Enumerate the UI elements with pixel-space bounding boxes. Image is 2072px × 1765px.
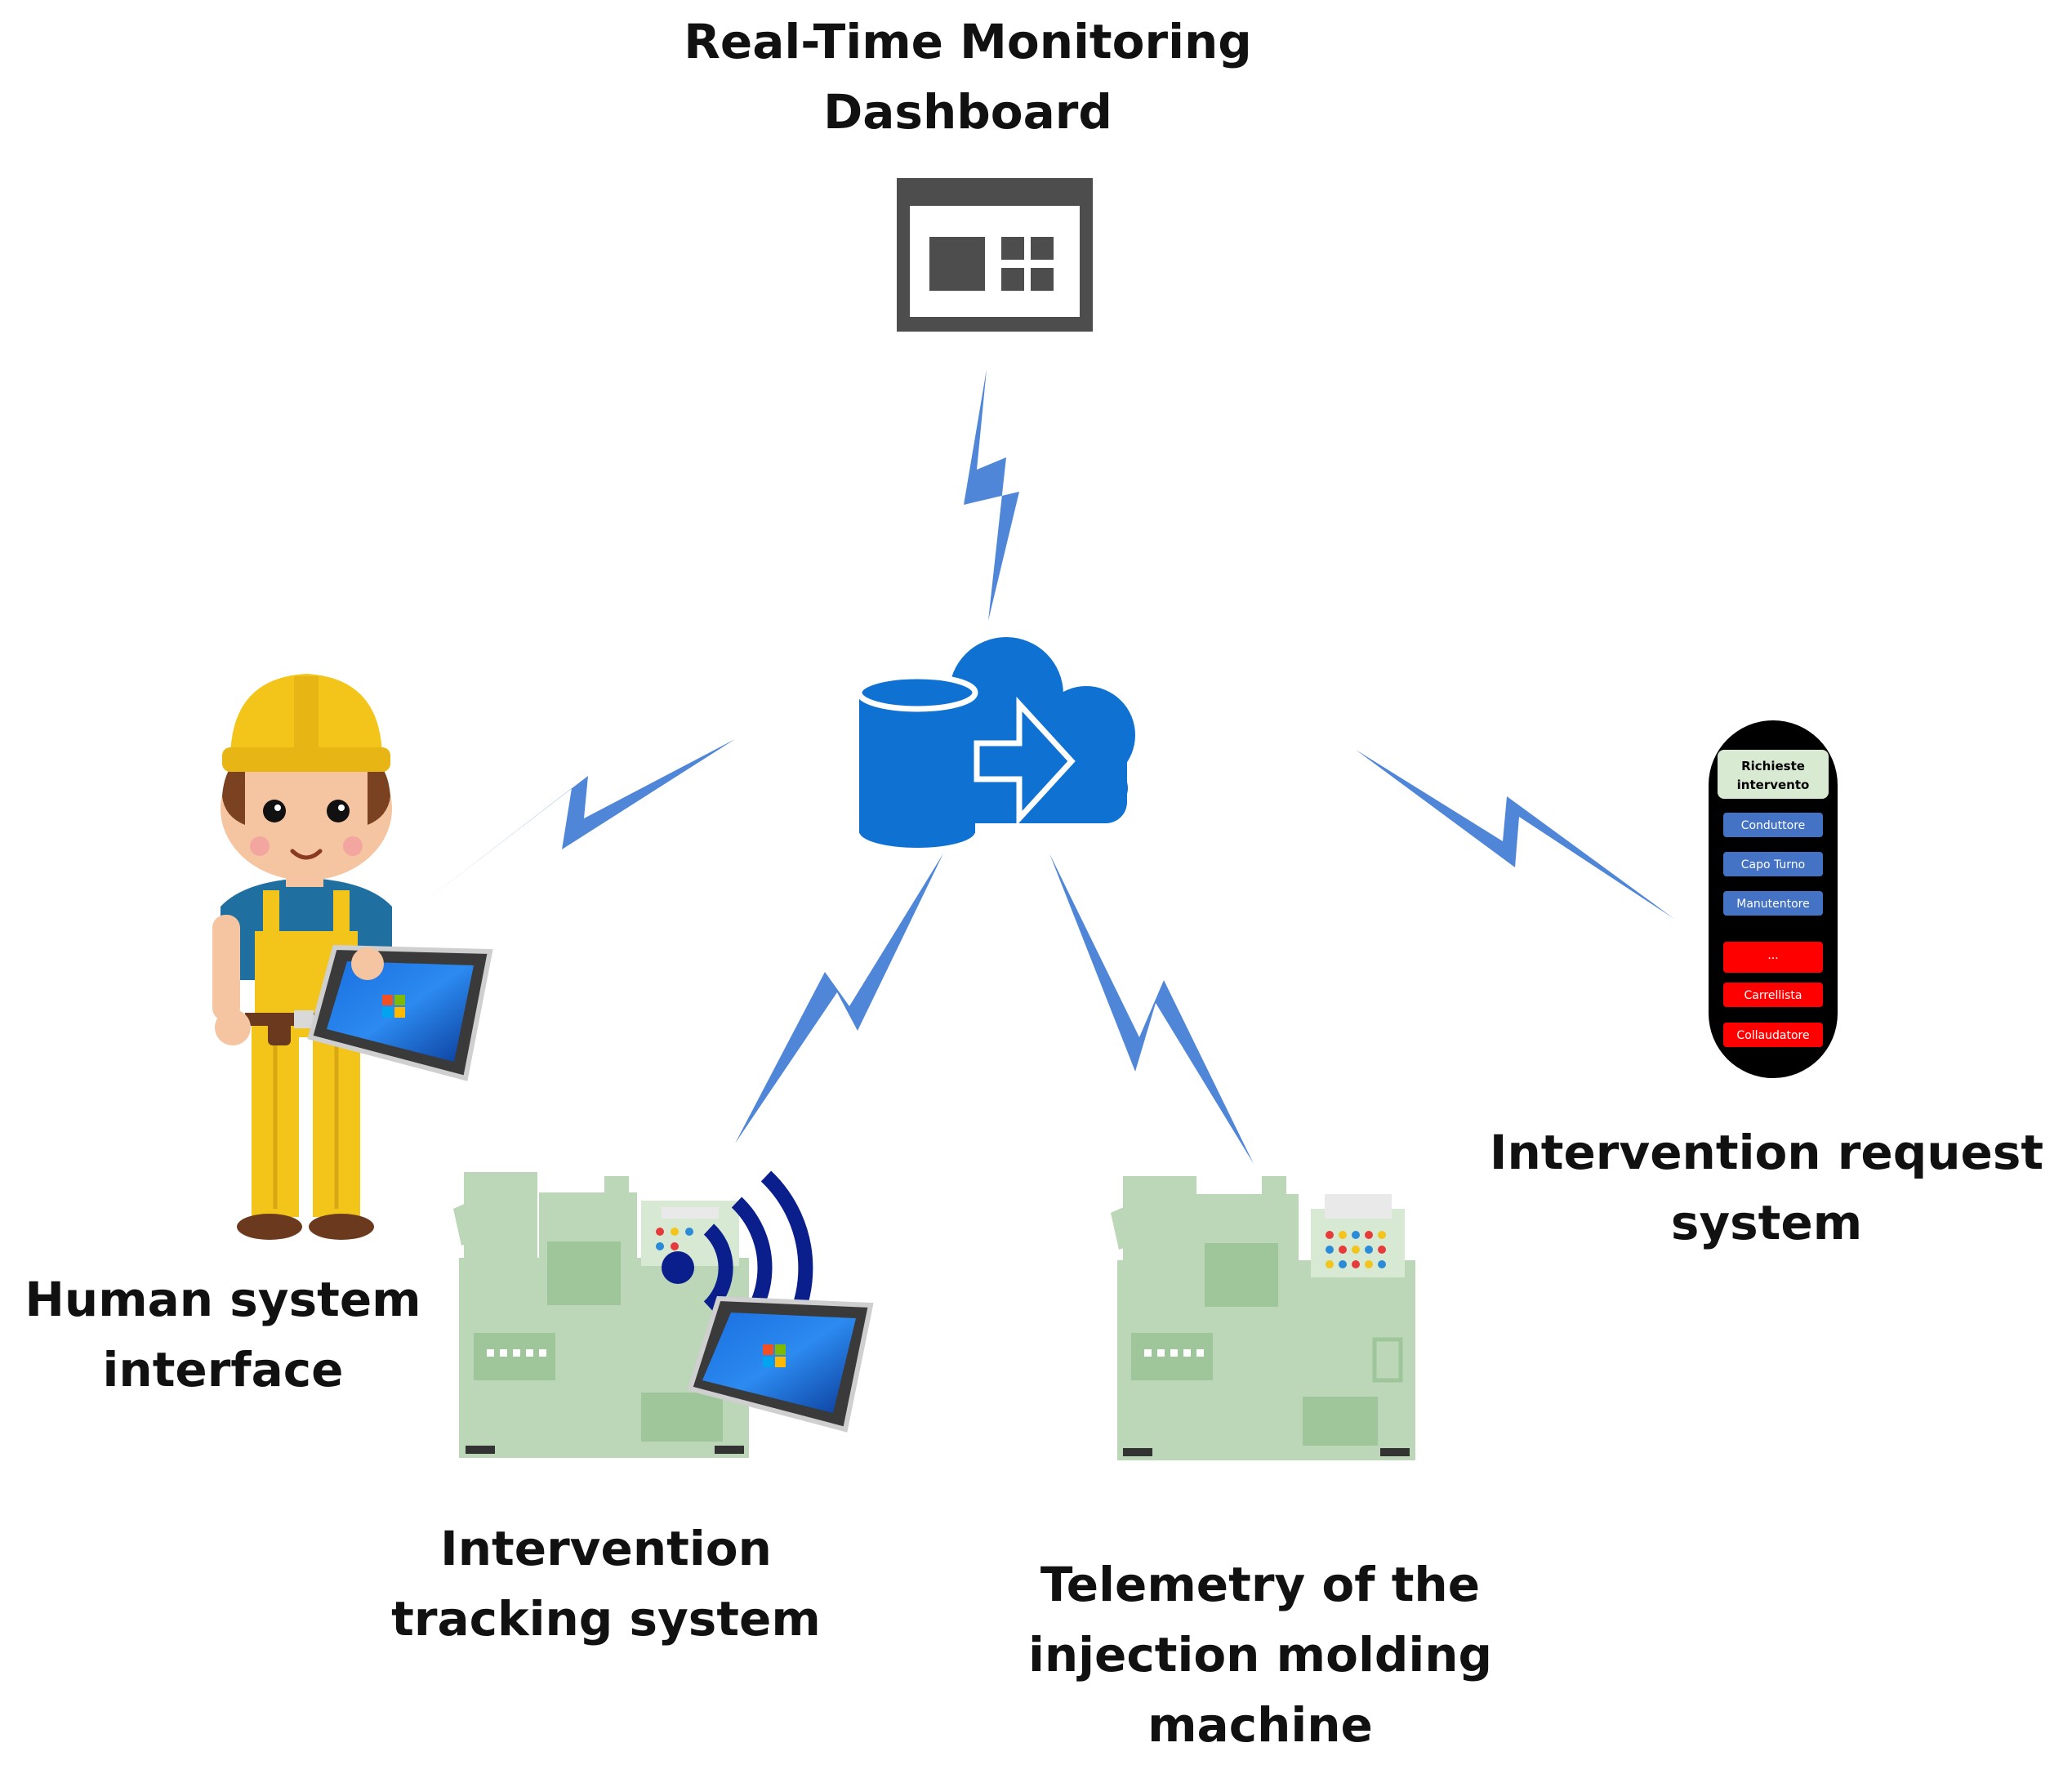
dashboard-window-icon xyxy=(897,178,1093,332)
tablet-icon xyxy=(307,944,493,1081)
telemetry-label-line-2: injection molding xyxy=(1027,1627,1493,1683)
link-hsi-cloud xyxy=(418,739,735,907)
dashboard-label: Real-Time Monitoring Dashboard xyxy=(684,7,1252,147)
telemetry-label: Telemetry of the injection molding machi… xyxy=(1028,1549,1492,1760)
dashboard-label-line-1: Real-Time Monitoring xyxy=(684,14,1252,69)
worker-with-tablet-icon xyxy=(212,674,493,1240)
role-label: Capo Turno xyxy=(1741,858,1806,871)
telemetry-label-line-1: Telemetry of the xyxy=(1040,1557,1481,1612)
role-label: Conduttore xyxy=(1741,819,1806,832)
control-panel-lights xyxy=(1326,1231,1386,1268)
link-tracking-cloud xyxy=(735,854,943,1143)
role-label: Carrellista xyxy=(1744,989,1802,1002)
link-dashboard-cloud xyxy=(964,369,1019,621)
request-panel-header xyxy=(1718,750,1829,799)
machine-with-wireless-tablet-icon xyxy=(453,1170,874,1458)
tablet-icon xyxy=(687,1295,874,1433)
request-panel-icon: Richieste intervento Conduttore Capo Tur… xyxy=(1709,720,1838,1078)
tracking-label: Intervention tracking system xyxy=(391,1513,821,1654)
hsi-label: Human system interface xyxy=(25,1264,421,1405)
role-button-manutentore[interactable] xyxy=(1723,891,1823,916)
link-telemetry-cloud xyxy=(1049,854,1254,1164)
injection-molding-machine-body xyxy=(453,1172,749,1458)
hsi-label-line-1: Human system xyxy=(25,1272,421,1327)
request-label-line-2: system xyxy=(1670,1195,1863,1250)
role-label: Manutentore xyxy=(1736,898,1810,911)
role-label: ... xyxy=(1767,949,1778,962)
request-panel-header-line-1: Richieste xyxy=(1741,759,1805,773)
request-label: Intervention request system xyxy=(1490,1117,2043,1258)
request-label-line-1: Intervention request xyxy=(1489,1125,2044,1180)
hsi-label-line-2: interface xyxy=(102,1342,344,1397)
role-button-conduttore[interactable] xyxy=(1723,813,1823,837)
injection-molding-machine-icon xyxy=(1111,1176,1415,1460)
role-label: Collaudatore xyxy=(1736,1029,1809,1042)
request-panel-header-line-2: intervento xyxy=(1737,778,1810,792)
cloud-database-transfer-icon xyxy=(856,637,1135,848)
role-button-carrellista[interactable] xyxy=(1723,983,1823,1007)
role-button-collaudatore[interactable] xyxy=(1723,1023,1823,1047)
tracking-label-line-2: tracking system xyxy=(391,1591,821,1647)
role-button-capo-turno[interactable] xyxy=(1723,852,1823,876)
link-request-cloud xyxy=(1356,750,1674,919)
dashboard-label-line-2: Dashboard xyxy=(823,84,1112,140)
role-button-more[interactable] xyxy=(1723,942,1823,973)
tracking-label-line-1: Intervention xyxy=(440,1521,772,1576)
telemetry-label-line-3: machine xyxy=(1147,1697,1373,1753)
